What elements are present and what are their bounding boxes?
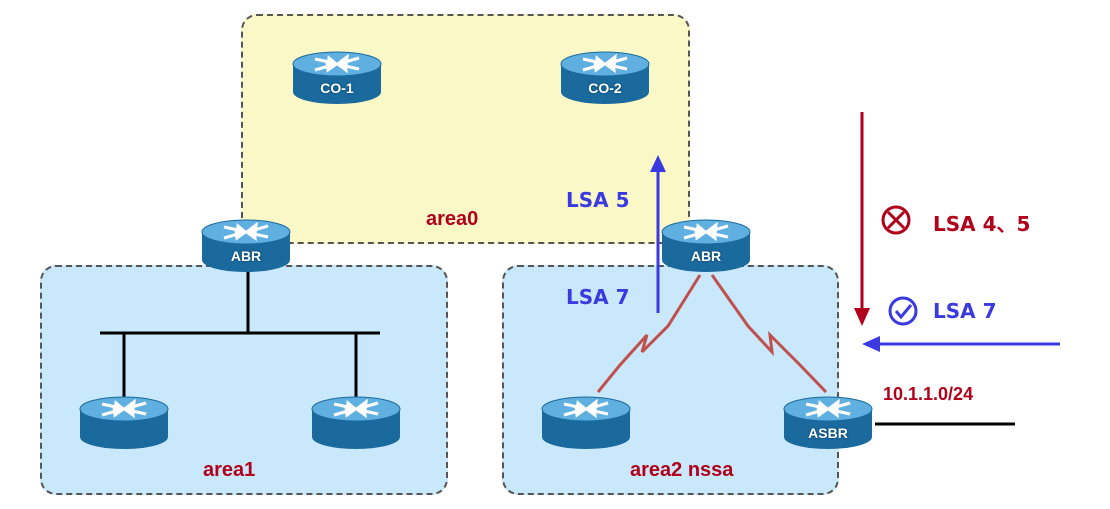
- router-icon: [201, 219, 291, 272]
- router-area2-left: [538, 395, 634, 451]
- lsa-blocked-label: LSA 4、5: [933, 212, 1031, 236]
- router-icon: [661, 219, 751, 272]
- router-abr-area2: ABR: [658, 218, 754, 274]
- serial-link-abr-asbr: [710, 274, 828, 394]
- check-circle-icon: [888, 296, 918, 326]
- router-label: CO-1: [320, 80, 354, 96]
- router-icon: [79, 396, 169, 449]
- area1-label: area1: [203, 459, 256, 481]
- router-co-1: CO-1: [289, 50, 385, 106]
- router-label: ABR: [230, 248, 262, 264]
- router-label: CO-2: [588, 80, 622, 96]
- router-abr-area1: ABR: [198, 218, 294, 274]
- router-asbr: ASBR: [780, 395, 876, 451]
- area2-nssa-region: [502, 265, 839, 495]
- router-icon: [560, 51, 650, 104]
- router-area1-left: [76, 395, 172, 451]
- router-label: ABR: [690, 248, 722, 264]
- router-co-2: CO-2: [557, 50, 653, 106]
- lsa-up-arrowhead: [650, 155, 666, 172]
- lsa7-up-label: LSA 7: [566, 285, 630, 309]
- serial-link-abr-left: [596, 274, 702, 393]
- router-icon: [783, 396, 873, 449]
- area0-label: area0: [426, 208, 479, 230]
- router-label: ASBR: [808, 425, 848, 441]
- area1-region: [40, 265, 448, 495]
- blocked-circle-x-icon: [881, 205, 911, 235]
- router-icon: [311, 396, 401, 449]
- external-prefix: 10.1.1.0/24: [883, 384, 974, 404]
- area2-label: area2 nssa: [630, 459, 734, 481]
- router-area1-right: [308, 395, 404, 451]
- router-icon: [541, 396, 631, 449]
- lsa-allowed-label: LSA 7: [933, 299, 997, 323]
- router-icon: [292, 51, 382, 104]
- lsa5-label: LSA 5: [566, 188, 630, 212]
- external-blue-arrowhead: [862, 336, 880, 352]
- external-red-arrowhead: [854, 308, 870, 326]
